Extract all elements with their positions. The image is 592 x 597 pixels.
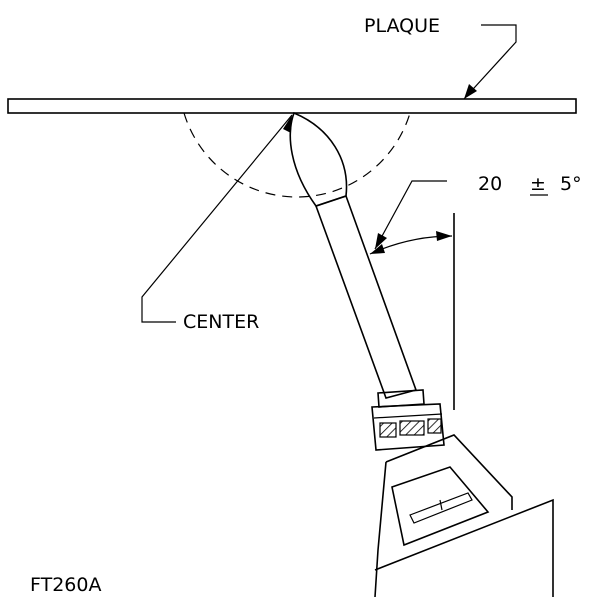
probe-coupling — [371, 403, 445, 451]
plaque-leader — [463, 24, 517, 100]
hatch-block-left — [379, 422, 397, 438]
angle-value: 20 — [478, 173, 502, 195]
arc-arrow-right — [436, 231, 452, 241]
window-slot — [409, 492, 473, 524]
instrument-window — [391, 466, 490, 547]
plaque-label: PLAQUE — [364, 15, 440, 37]
angle-leader-arrow — [375, 233, 387, 249]
window-tick — [439, 499, 443, 511]
instrument-lower — [374, 461, 387, 597]
coupling-line — [373, 413, 443, 419]
plaque-leader-arrow — [464, 84, 477, 99]
center-leader-arrow — [283, 115, 292, 133]
angle-leader — [374, 180, 447, 250]
plaque-bar — [7, 98, 577, 114]
center-leader — [141, 114, 293, 323]
hatch-block-center — [399, 420, 425, 436]
center-label: CENTER — [183, 311, 259, 333]
hatch-block-right — [427, 418, 442, 434]
probe-shaft — [314, 194, 418, 399]
plus-minus-symbol: ± — [530, 173, 546, 195]
tolerance-value: 5° — [560, 173, 582, 195]
instrument-housing — [385, 434, 513, 510]
pivot-circle — [183, 112, 411, 198]
figure-id: FT260A — [30, 574, 101, 596]
arc-arrow-left — [370, 244, 385, 254]
probe-tip — [289, 111, 348, 207]
instrument-base — [374, 498, 554, 597]
